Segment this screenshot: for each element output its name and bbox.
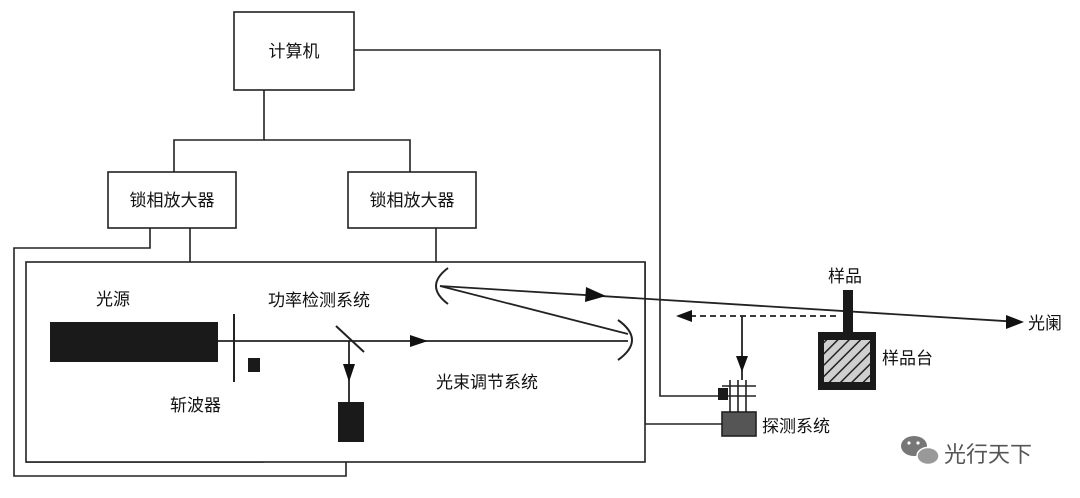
beam-arrow-down-1 xyxy=(343,364,355,382)
detection-system-label: 探测系统 xyxy=(762,417,830,437)
lockin-amplifier-1-box xyxy=(107,171,237,229)
lockin-amplifier-2-label: 锁相放大器 xyxy=(370,191,455,211)
lockin-amplifier-1-label: 锁相放大器 xyxy=(130,191,215,211)
sample-stage-label: 样品台 xyxy=(882,349,933,369)
beam-path xyxy=(218,285,1024,402)
computer-label: 计算机 xyxy=(269,42,320,62)
wechat-icon xyxy=(901,436,940,466)
beam-arrow-down-2 xyxy=(736,356,748,372)
computer-box xyxy=(233,11,355,91)
aperture-label: 光阑 xyxy=(1028,314,1062,334)
chopper-motor xyxy=(248,358,260,372)
concave-mirror-2 xyxy=(617,319,633,361)
watermark: 光行天下 xyxy=(901,436,1032,468)
beam-arrow-2 xyxy=(585,287,606,302)
sample-label: 样品 xyxy=(828,267,862,287)
power-detector-block xyxy=(338,402,364,442)
aperture-arrow xyxy=(1006,315,1024,329)
beam-arrow-1 xyxy=(410,335,428,347)
light-source-block xyxy=(50,322,218,362)
chopper-label: 斩波器 xyxy=(170,396,221,416)
dashed-arrow xyxy=(676,310,692,322)
beam-adjust-label: 光束调节系统 xyxy=(436,373,538,393)
power-detection-label: 功率检测系统 xyxy=(268,291,370,311)
sample-rod xyxy=(843,290,853,332)
detector-mount xyxy=(718,380,756,412)
concave-mirror-1 xyxy=(435,267,449,305)
light-source-label: 光源 xyxy=(96,290,130,310)
watermark-text: 光行天下 xyxy=(944,443,1032,468)
sample-stage-hatch xyxy=(824,340,870,382)
detection-system-block xyxy=(721,411,757,437)
lockin-amplifier-2-box xyxy=(347,171,477,229)
beam-splitter xyxy=(335,325,365,353)
